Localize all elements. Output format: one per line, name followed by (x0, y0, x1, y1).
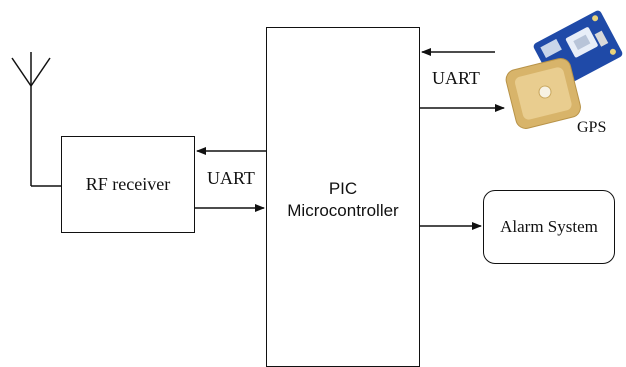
uart-label-rf: UART (207, 168, 255, 188)
pic-label-line2: Microcontroller (287, 201, 399, 220)
alarm-system-label: Alarm System (500, 217, 598, 236)
gps-module-icon (505, 10, 623, 129)
rf-receiver-label: RF receiver (85, 174, 171, 194)
antenna-icon (11, 52, 61, 187)
pic-label-line1: PIC (328, 179, 358, 198)
uart-label-gps: UART (432, 68, 480, 88)
pic-microcontroller-block: PIC Microcontroller (266, 27, 420, 367)
gps-label: GPS (577, 119, 607, 136)
rf-receiver-block: RF receiver (61, 136, 195, 233)
alarm-system-block: Alarm System (483, 190, 615, 264)
